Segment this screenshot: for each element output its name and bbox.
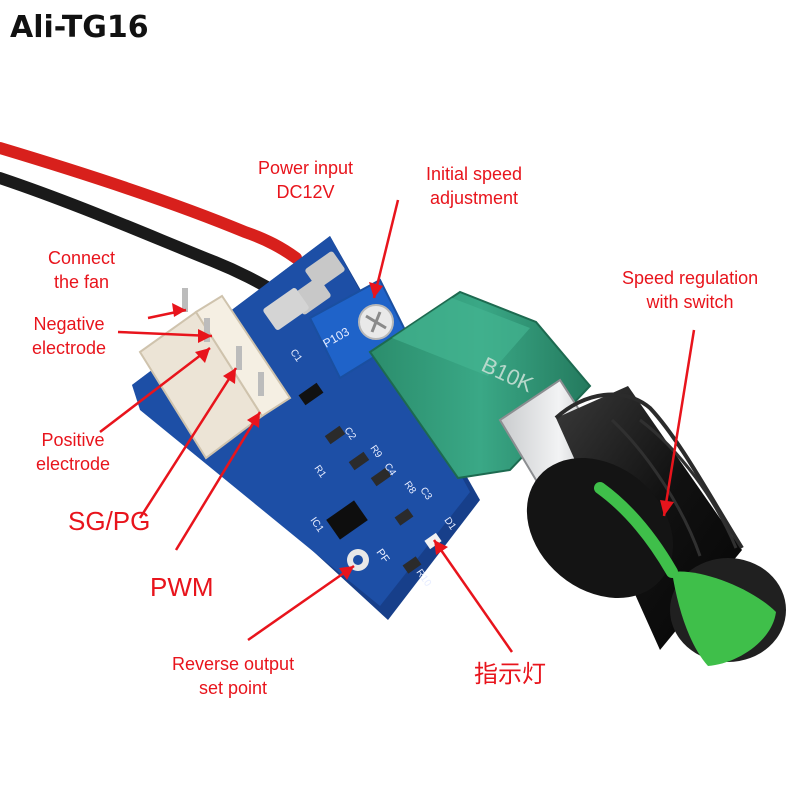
trimmer-potentiometer: P103	[308, 278, 410, 380]
label-reverse-line1: Reverse output	[172, 654, 295, 674]
label-positive-line1: Positive	[41, 430, 105, 450]
label-pwm: PWM	[150, 572, 214, 602]
label-negative-line2: electrode	[32, 338, 107, 358]
label-speed-regulation-line2: with switch	[646, 292, 734, 312]
brand-title: Ali-TG16	[10, 10, 149, 45]
label-connect-fan-line1: Connect	[48, 248, 116, 268]
label-positive-electrode: Positive electrode	[36, 428, 110, 476]
callout-arrows	[99, 199, 696, 653]
label-sg-pg: SG/PG	[68, 506, 151, 536]
label-positive-line2: electrode	[36, 454, 111, 474]
label-negative-electrode: Negative electrode	[32, 312, 106, 360]
label-initial-speed-line1: Initial speed	[426, 164, 523, 184]
speed-knob	[526, 386, 786, 666]
label-speed-regulation-line1: Speed regulation	[622, 268, 759, 288]
label-initial-speed-line2: adjustment	[430, 188, 519, 208]
label-power-input-line2: DC12V	[276, 182, 335, 202]
fan-connector	[138, 288, 292, 460]
label-indicator: 指示灯	[474, 660, 546, 688]
label-reverse-line2: set point	[199, 678, 268, 698]
label-power-input: Power input DC12V	[258, 156, 353, 204]
label-negative-line1: Negative	[33, 314, 105, 334]
label-power-input-line1: Power input	[258, 158, 354, 178]
label-reverse-output: Reverse output set point	[172, 652, 294, 700]
label-initial-speed: Initial speed adjustment	[426, 162, 522, 210]
label-connect-fan: Connect the fan	[48, 246, 115, 294]
label-speed-regulation: Speed regulation with switch	[622, 266, 758, 314]
power-wires	[0, 142, 302, 298]
label-connect-fan-line2: the fan	[54, 272, 110, 292]
